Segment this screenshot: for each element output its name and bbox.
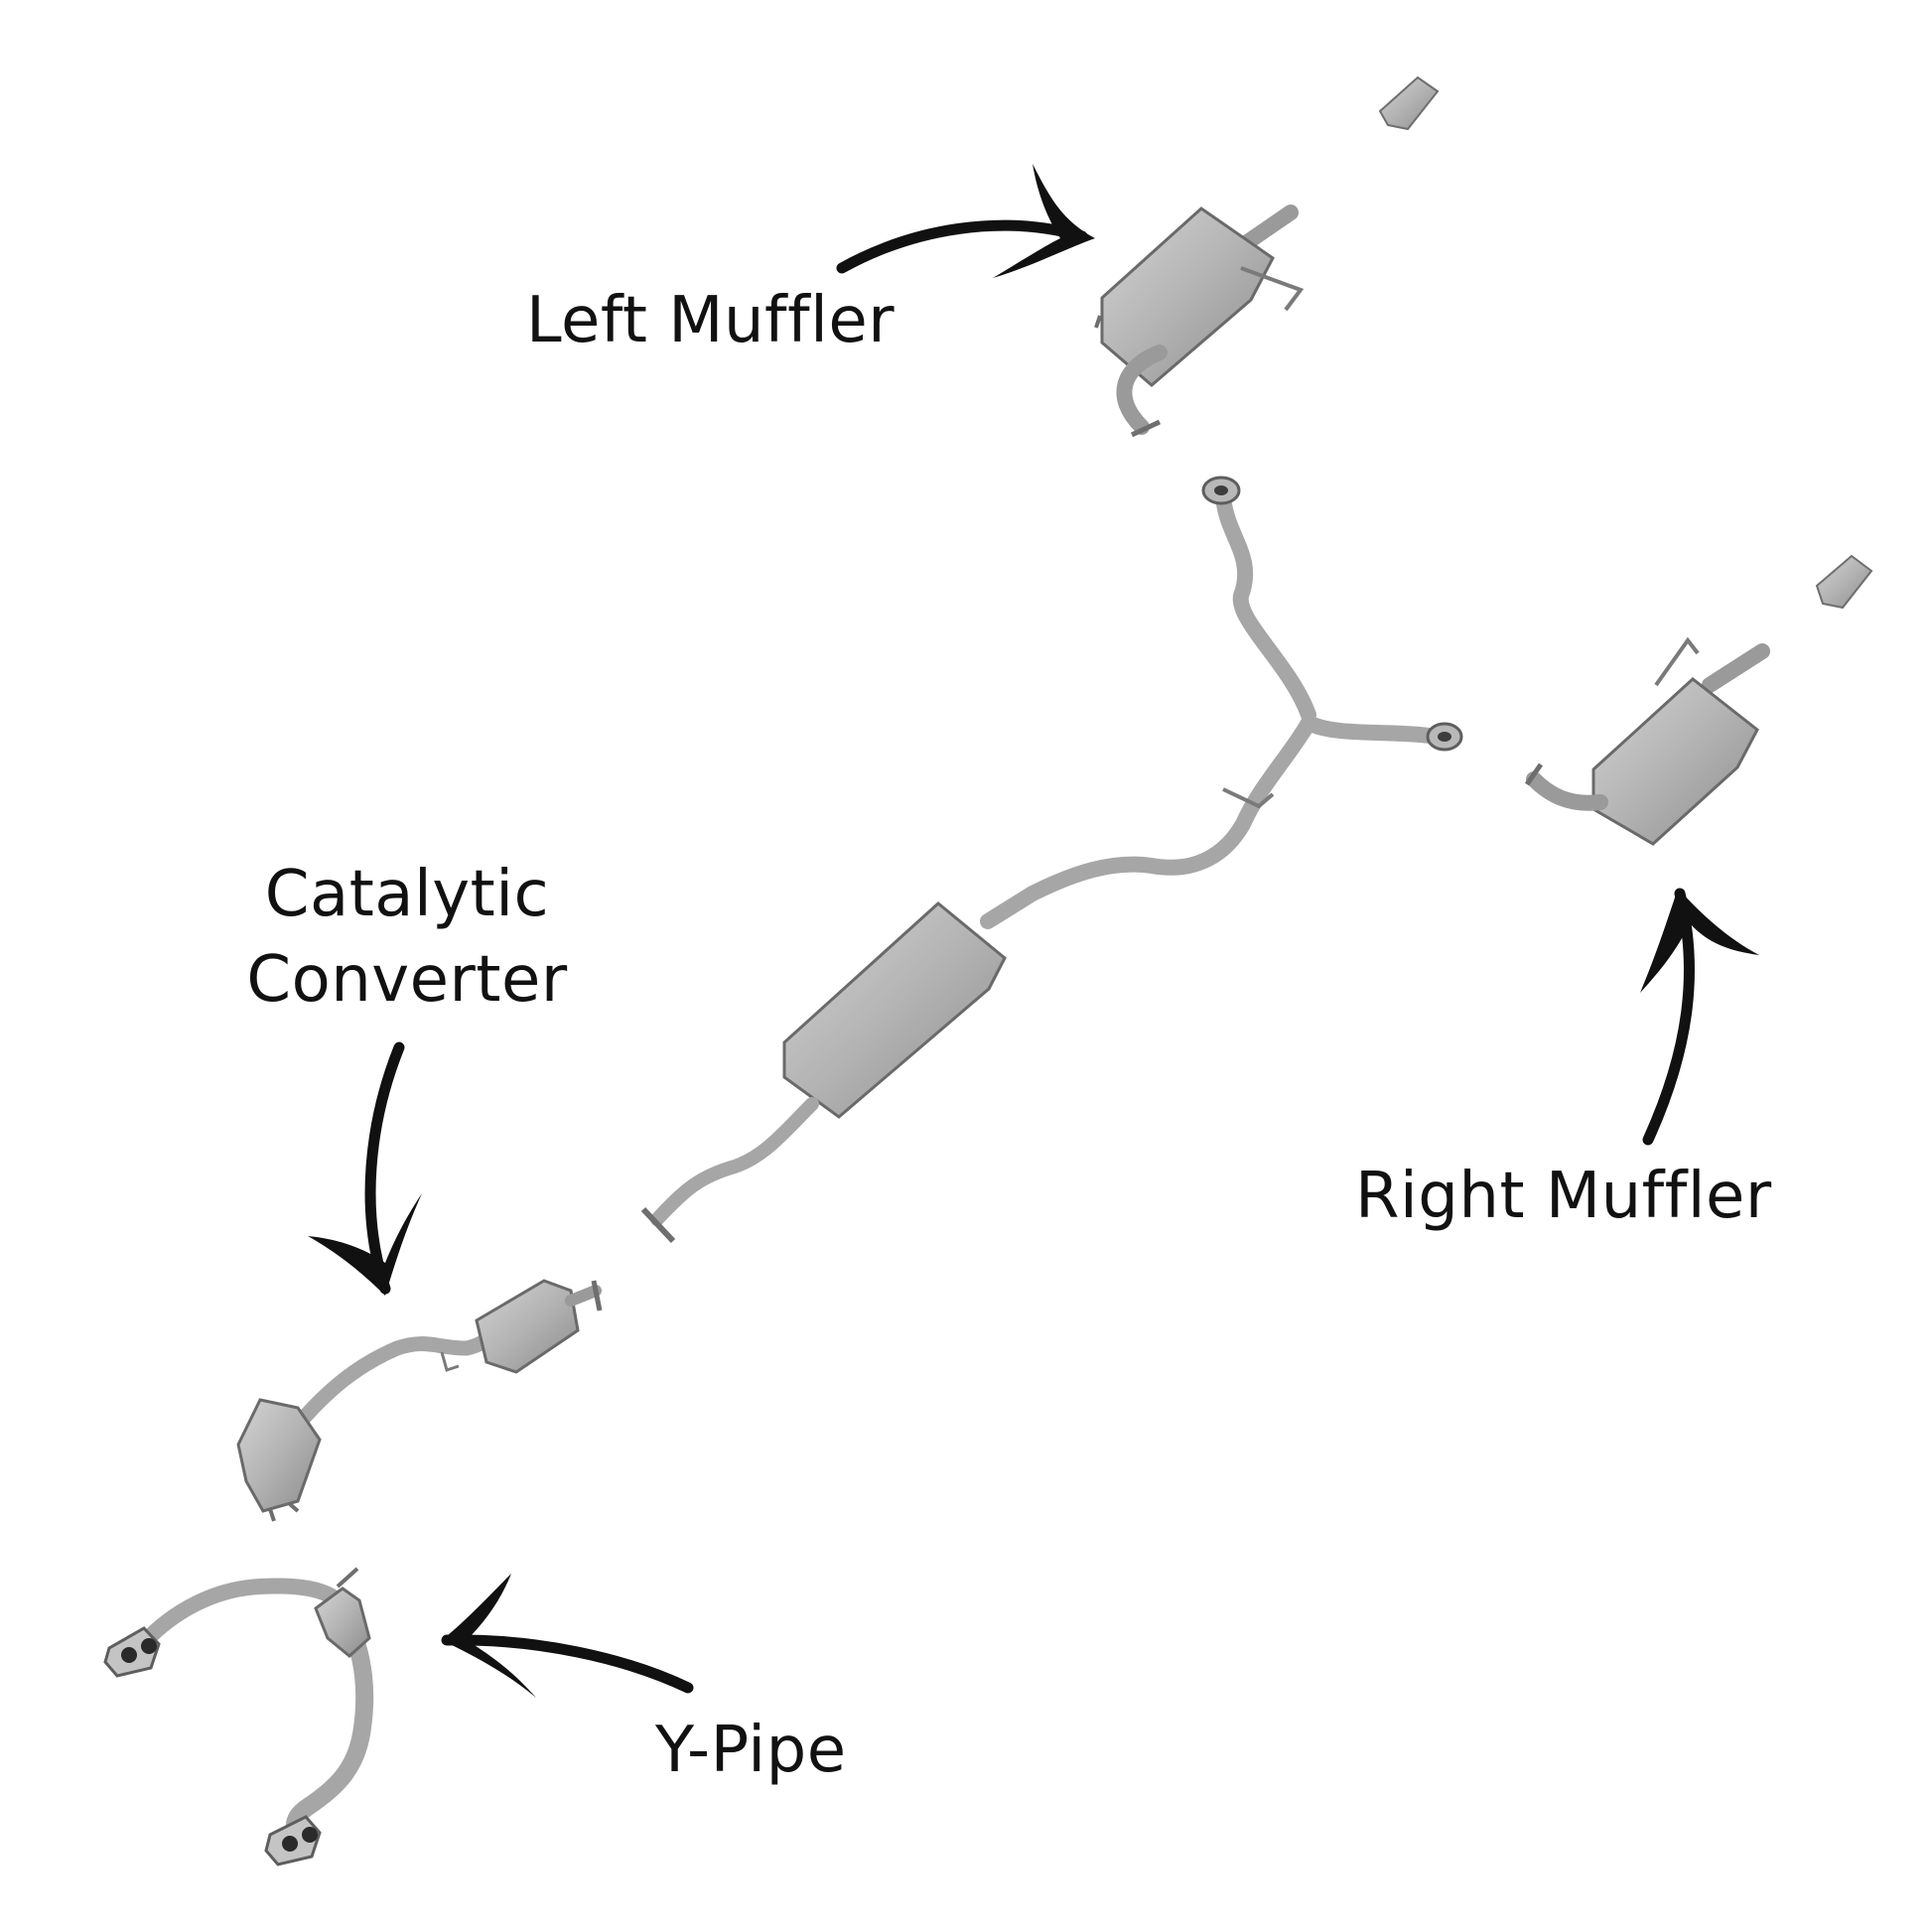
right-exhaust-tip (1815, 554, 1873, 610)
left-muffler-shape (1094, 205, 1305, 438)
y-pipe-label: Y-Pipe (655, 1714, 847, 1787)
right-muffler-label: Right Muffler (1355, 1160, 1772, 1233)
catalytic-label-line-1: Catalytic (264, 858, 550, 931)
arrow-icon (1640, 888, 1759, 1146)
left-exhaust-tip (1378, 75, 1440, 131)
arrow-icon (441, 1574, 694, 1698)
center-pipe-shape (640, 476, 1463, 1244)
catalytic-converter-shape (236, 1279, 603, 1522)
y-pipe-shape (103, 1567, 374, 1866)
arrow-icon (308, 1041, 422, 1296)
left-muffler-label: Left Muffler (526, 284, 896, 357)
arrow-icon (836, 164, 1095, 278)
catalytic-label-line-2: Converter (246, 943, 568, 1017)
right-muffler-shape (1524, 636, 1770, 846)
catalytic-converter-label: Catalytic Converter (218, 852, 596, 1023)
